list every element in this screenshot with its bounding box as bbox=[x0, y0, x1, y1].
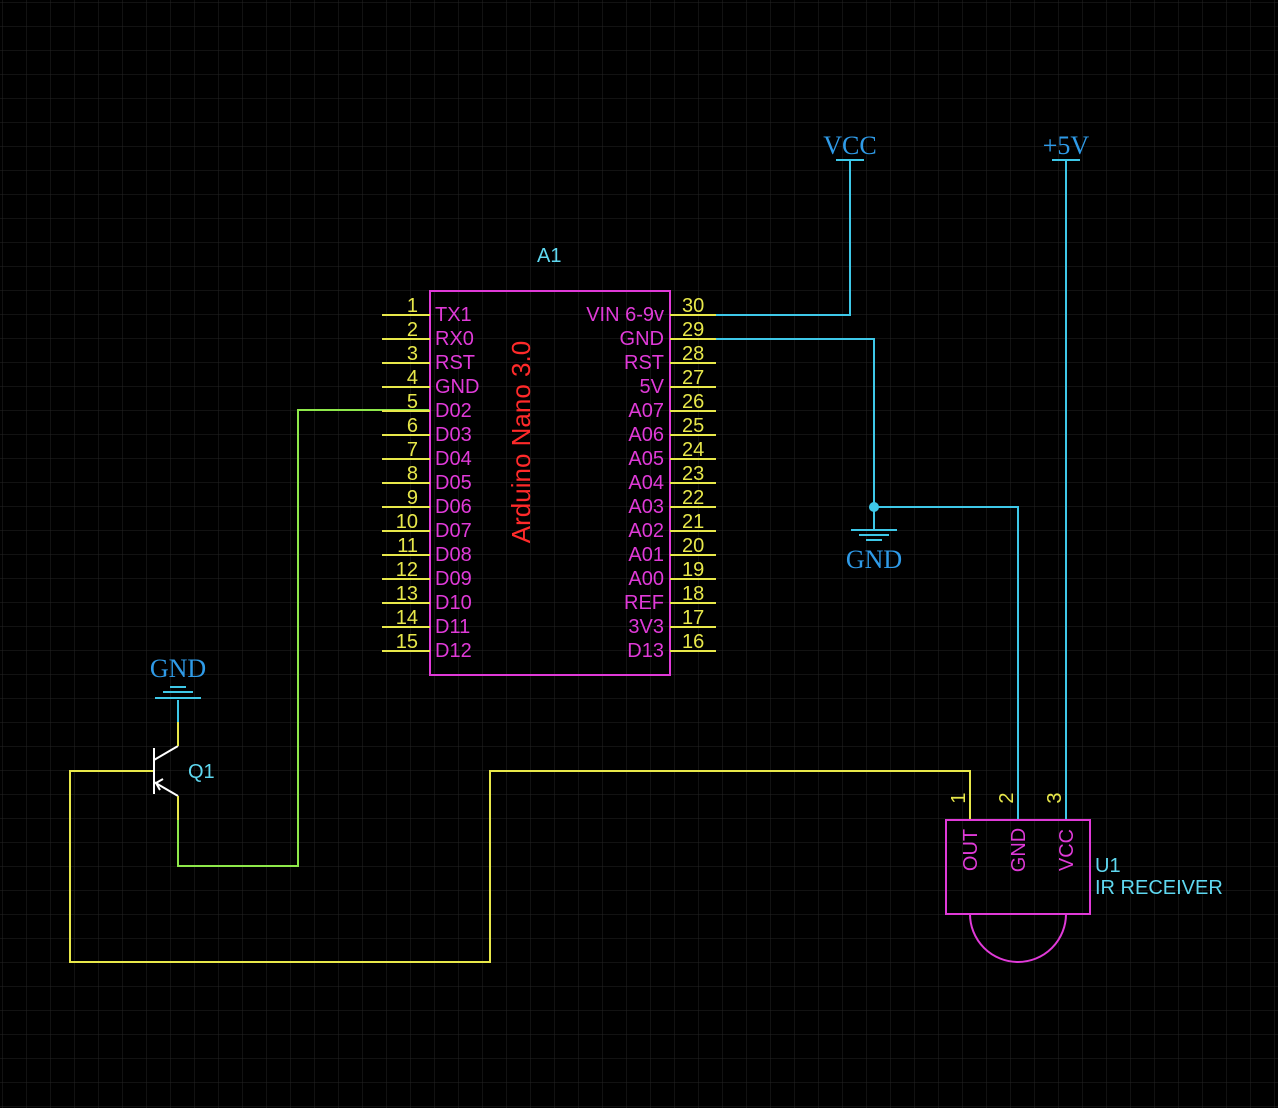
arduino-pin-number: 14 bbox=[396, 607, 418, 629]
ir-pin-name: GND bbox=[1008, 828, 1030, 872]
wire-gnd-ir[interactable] bbox=[874, 506, 1019, 820]
gnd-symbol-right[interactable]: GND bbox=[846, 529, 902, 574]
arduino-pin-name: A03 bbox=[628, 496, 664, 518]
arduino-pin-number: 18 bbox=[682, 583, 704, 605]
arduino-pin-name: A07 bbox=[628, 400, 664, 422]
arduino-pin-number: 13 bbox=[396, 583, 418, 605]
arduino-pin-number: 23 bbox=[682, 463, 704, 485]
arduino-pin-name: D12 bbox=[435, 640, 472, 662]
arduino-pin-name: A04 bbox=[628, 472, 664, 494]
arduino-pin-number: 2 bbox=[407, 319, 418, 341]
arduino-pin-number: 12 bbox=[396, 559, 418, 581]
arduino-pin-name: REF bbox=[624, 592, 664, 614]
wires bbox=[69, 160, 1067, 963]
arduino-pin-number: 21 bbox=[682, 511, 704, 533]
transistor-refdes: Q1 bbox=[188, 761, 215, 783]
wire-d02-transistor[interactable] bbox=[177, 409, 430, 867]
arduino-pin-number: 26 bbox=[682, 391, 704, 413]
arduino-pin-name: 5V bbox=[640, 376, 665, 398]
vcc-symbol[interactable]: VCC bbox=[823, 131, 877, 161]
arduino-pin-number: 6 bbox=[407, 415, 418, 437]
arduino-pin-number: 5 bbox=[407, 391, 418, 413]
arduino-pin-number: 24 bbox=[682, 439, 704, 461]
ir-receiver-value: IR RECEIVER bbox=[1095, 877, 1223, 899]
arduino-pin-number: 9 bbox=[407, 487, 418, 509]
arduino-pin-name: D08 bbox=[435, 544, 472, 566]
gnd-right-label: GND bbox=[846, 545, 902, 574]
arduino-pin-name: D02 bbox=[435, 400, 472, 422]
arduino-pin-number: 20 bbox=[682, 535, 704, 557]
arduino-pin-number: 17 bbox=[682, 607, 704, 629]
arduino-pin-name: D09 bbox=[435, 568, 472, 590]
arduino-title: Arduino Nano 3.0 bbox=[506, 341, 536, 543]
ir-receiver-body bbox=[945, 819, 1091, 915]
junction-gnd bbox=[869, 502, 879, 512]
arduino-pin-name: TX1 bbox=[435, 304, 472, 326]
arduino-pin-name: RX0 bbox=[435, 328, 474, 350]
arduino-pin-number: 19 bbox=[682, 559, 704, 581]
plus5v-symbol[interactable]: +5V bbox=[1043, 131, 1090, 161]
arduino-pin-number: 28 bbox=[682, 343, 704, 365]
arduino-pin-number: 10 bbox=[396, 511, 418, 533]
arduino-pin-name: A05 bbox=[628, 448, 664, 470]
arduino-pin-number: 15 bbox=[396, 631, 418, 653]
arduino-pin-number: 16 bbox=[682, 631, 704, 653]
ir-receiver-dome bbox=[969, 913, 1067, 963]
ir-pin-name: VCC bbox=[1056, 829, 1078, 871]
ir-receiver-refdes: U1 bbox=[1095, 855, 1121, 877]
arduino-refdes: A1 bbox=[537, 245, 561, 267]
transistor-arrow bbox=[154, 778, 164, 791]
arduino-pin-number: 4 bbox=[407, 367, 418, 389]
arduino-pin-name: 3V3 bbox=[628, 616, 664, 638]
arduino-pin-name: GND bbox=[435, 376, 479, 398]
arduino-pin-number: 3 bbox=[407, 343, 418, 365]
arduino-pin-name: D10 bbox=[435, 592, 472, 614]
arduino-pin-name: GND bbox=[620, 328, 664, 350]
ir-pin-name: OUT bbox=[960, 829, 982, 871]
transistor-collector bbox=[153, 745, 179, 761]
arduino-pin-name: A06 bbox=[628, 424, 664, 446]
arduino-pin-number: 22 bbox=[682, 487, 704, 509]
arduino-pin-name: D05 bbox=[435, 472, 472, 494]
ir-pin-number: 2 bbox=[996, 792, 1018, 803]
wire-ir-out[interactable] bbox=[69, 770, 971, 963]
arduino-pin-number: 1 bbox=[407, 295, 418, 317]
gnd-symbol-left[interactable]: GND bbox=[150, 654, 206, 699]
ir-pin-number: 1 bbox=[948, 792, 970, 803]
arduino-pin-number: 25 bbox=[682, 415, 704, 437]
arduino-pin-number: 7 bbox=[407, 439, 418, 461]
ir-pin-number: 3 bbox=[1044, 792, 1066, 803]
arduino-pin-number: 8 bbox=[407, 463, 418, 485]
arduino-pin-number: 27 bbox=[682, 367, 704, 389]
arduino-pin-name: VIN 6-9v bbox=[586, 304, 664, 326]
arduino-pin-name: RST bbox=[624, 352, 664, 374]
arduino-pin-name: A00 bbox=[628, 568, 664, 590]
transistor-emitter bbox=[153, 781, 179, 797]
arduino-right-pins: 30 VIN 6-9v 29 GND 28 RST 27 5V 26 A07 25 A06 24 A05 2… bbox=[586, 295, 716, 662]
arduino-pin-name: RST bbox=[435, 352, 475, 374]
arduino-pin-number: 30 bbox=[682, 295, 704, 317]
arduino-pin-name: D07 bbox=[435, 520, 472, 542]
plus5v-label: +5V bbox=[1043, 131, 1090, 160]
arduino-pin-number: 11 bbox=[397, 535, 418, 557]
wire-gnd-arduino[interactable] bbox=[716, 338, 875, 530]
arduino-pin-number: 29 bbox=[682, 319, 704, 341]
arduino-pin-name: A02 bbox=[628, 520, 664, 542]
arduino-pin-name: A01 bbox=[628, 544, 664, 566]
wire-vin-vcc[interactable] bbox=[716, 160, 851, 316]
transistor-q1[interactable]: Q1 bbox=[153, 722, 215, 820]
arduino-pin-name: D13 bbox=[627, 640, 664, 662]
arduino-pin-name: D03 bbox=[435, 424, 472, 446]
arduino-pin-name: D06 bbox=[435, 496, 472, 518]
gnd-left-label: GND bbox=[150, 654, 206, 683]
arduino-pin-name: D04 bbox=[435, 448, 472, 470]
arduino-pin-name: D11 bbox=[435, 616, 470, 638]
arduino-nano[interactable]: A1 Arduino Nano 3.0 1 TX1 2 RX0 3 RST 4 GND 5 D02… bbox=[382, 245, 716, 676]
vcc-label: VCC bbox=[823, 131, 876, 160]
